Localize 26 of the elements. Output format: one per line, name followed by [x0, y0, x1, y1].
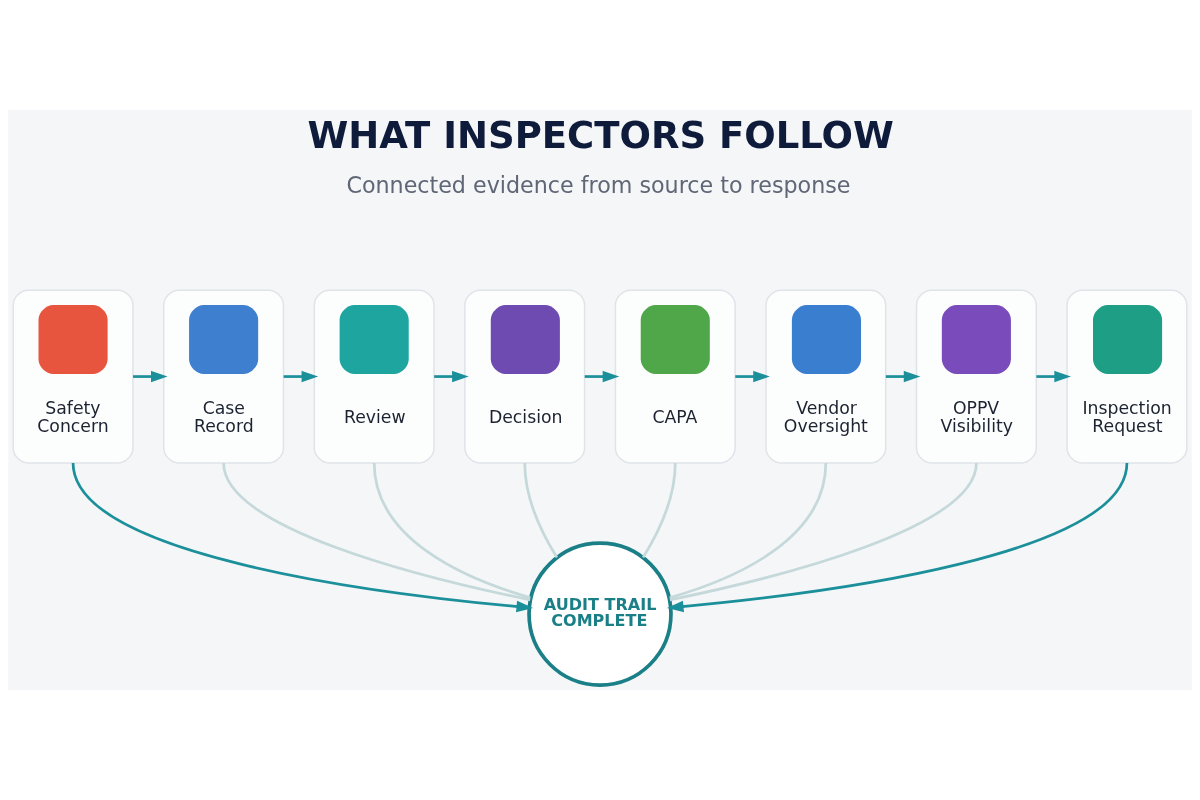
arrow: [283, 370, 319, 383]
connector: [523, 462, 559, 559]
connector: [222, 462, 531, 602]
arrow: [667, 462, 1129, 613]
arrow: [735, 370, 770, 383]
label: Connected evidence from source to response: [346, 172, 851, 199]
arrow: [133, 370, 168, 383]
node-box: Inspection Request: [1066, 289, 1188, 464]
node-box: Vendor Oversight: [765, 289, 887, 464]
diagram-title: WHAT INSPECTORS FOLLOW: [307, 114, 894, 158]
connector: [641, 462, 677, 559]
node-box: Safety Concern: [12, 289, 134, 464]
node-circle: AUDIT TRAIL COMPLETE: [527, 541, 673, 687]
connector: [372, 462, 531, 600]
node-box: OPPV Visibility: [915, 289, 1037, 464]
arrow: [434, 370, 469, 383]
connector: [669, 462, 978, 602]
node-box: CAPA: [614, 289, 736, 464]
connector: [669, 462, 828, 600]
arrow: [885, 370, 921, 383]
node-box: Case Record: [163, 289, 285, 464]
arrow: [584, 370, 620, 383]
node-box: Review: [313, 289, 435, 464]
arrow: [71, 462, 533, 613]
node-box: Decision: [464, 289, 586, 464]
arrow: [1036, 370, 1071, 383]
